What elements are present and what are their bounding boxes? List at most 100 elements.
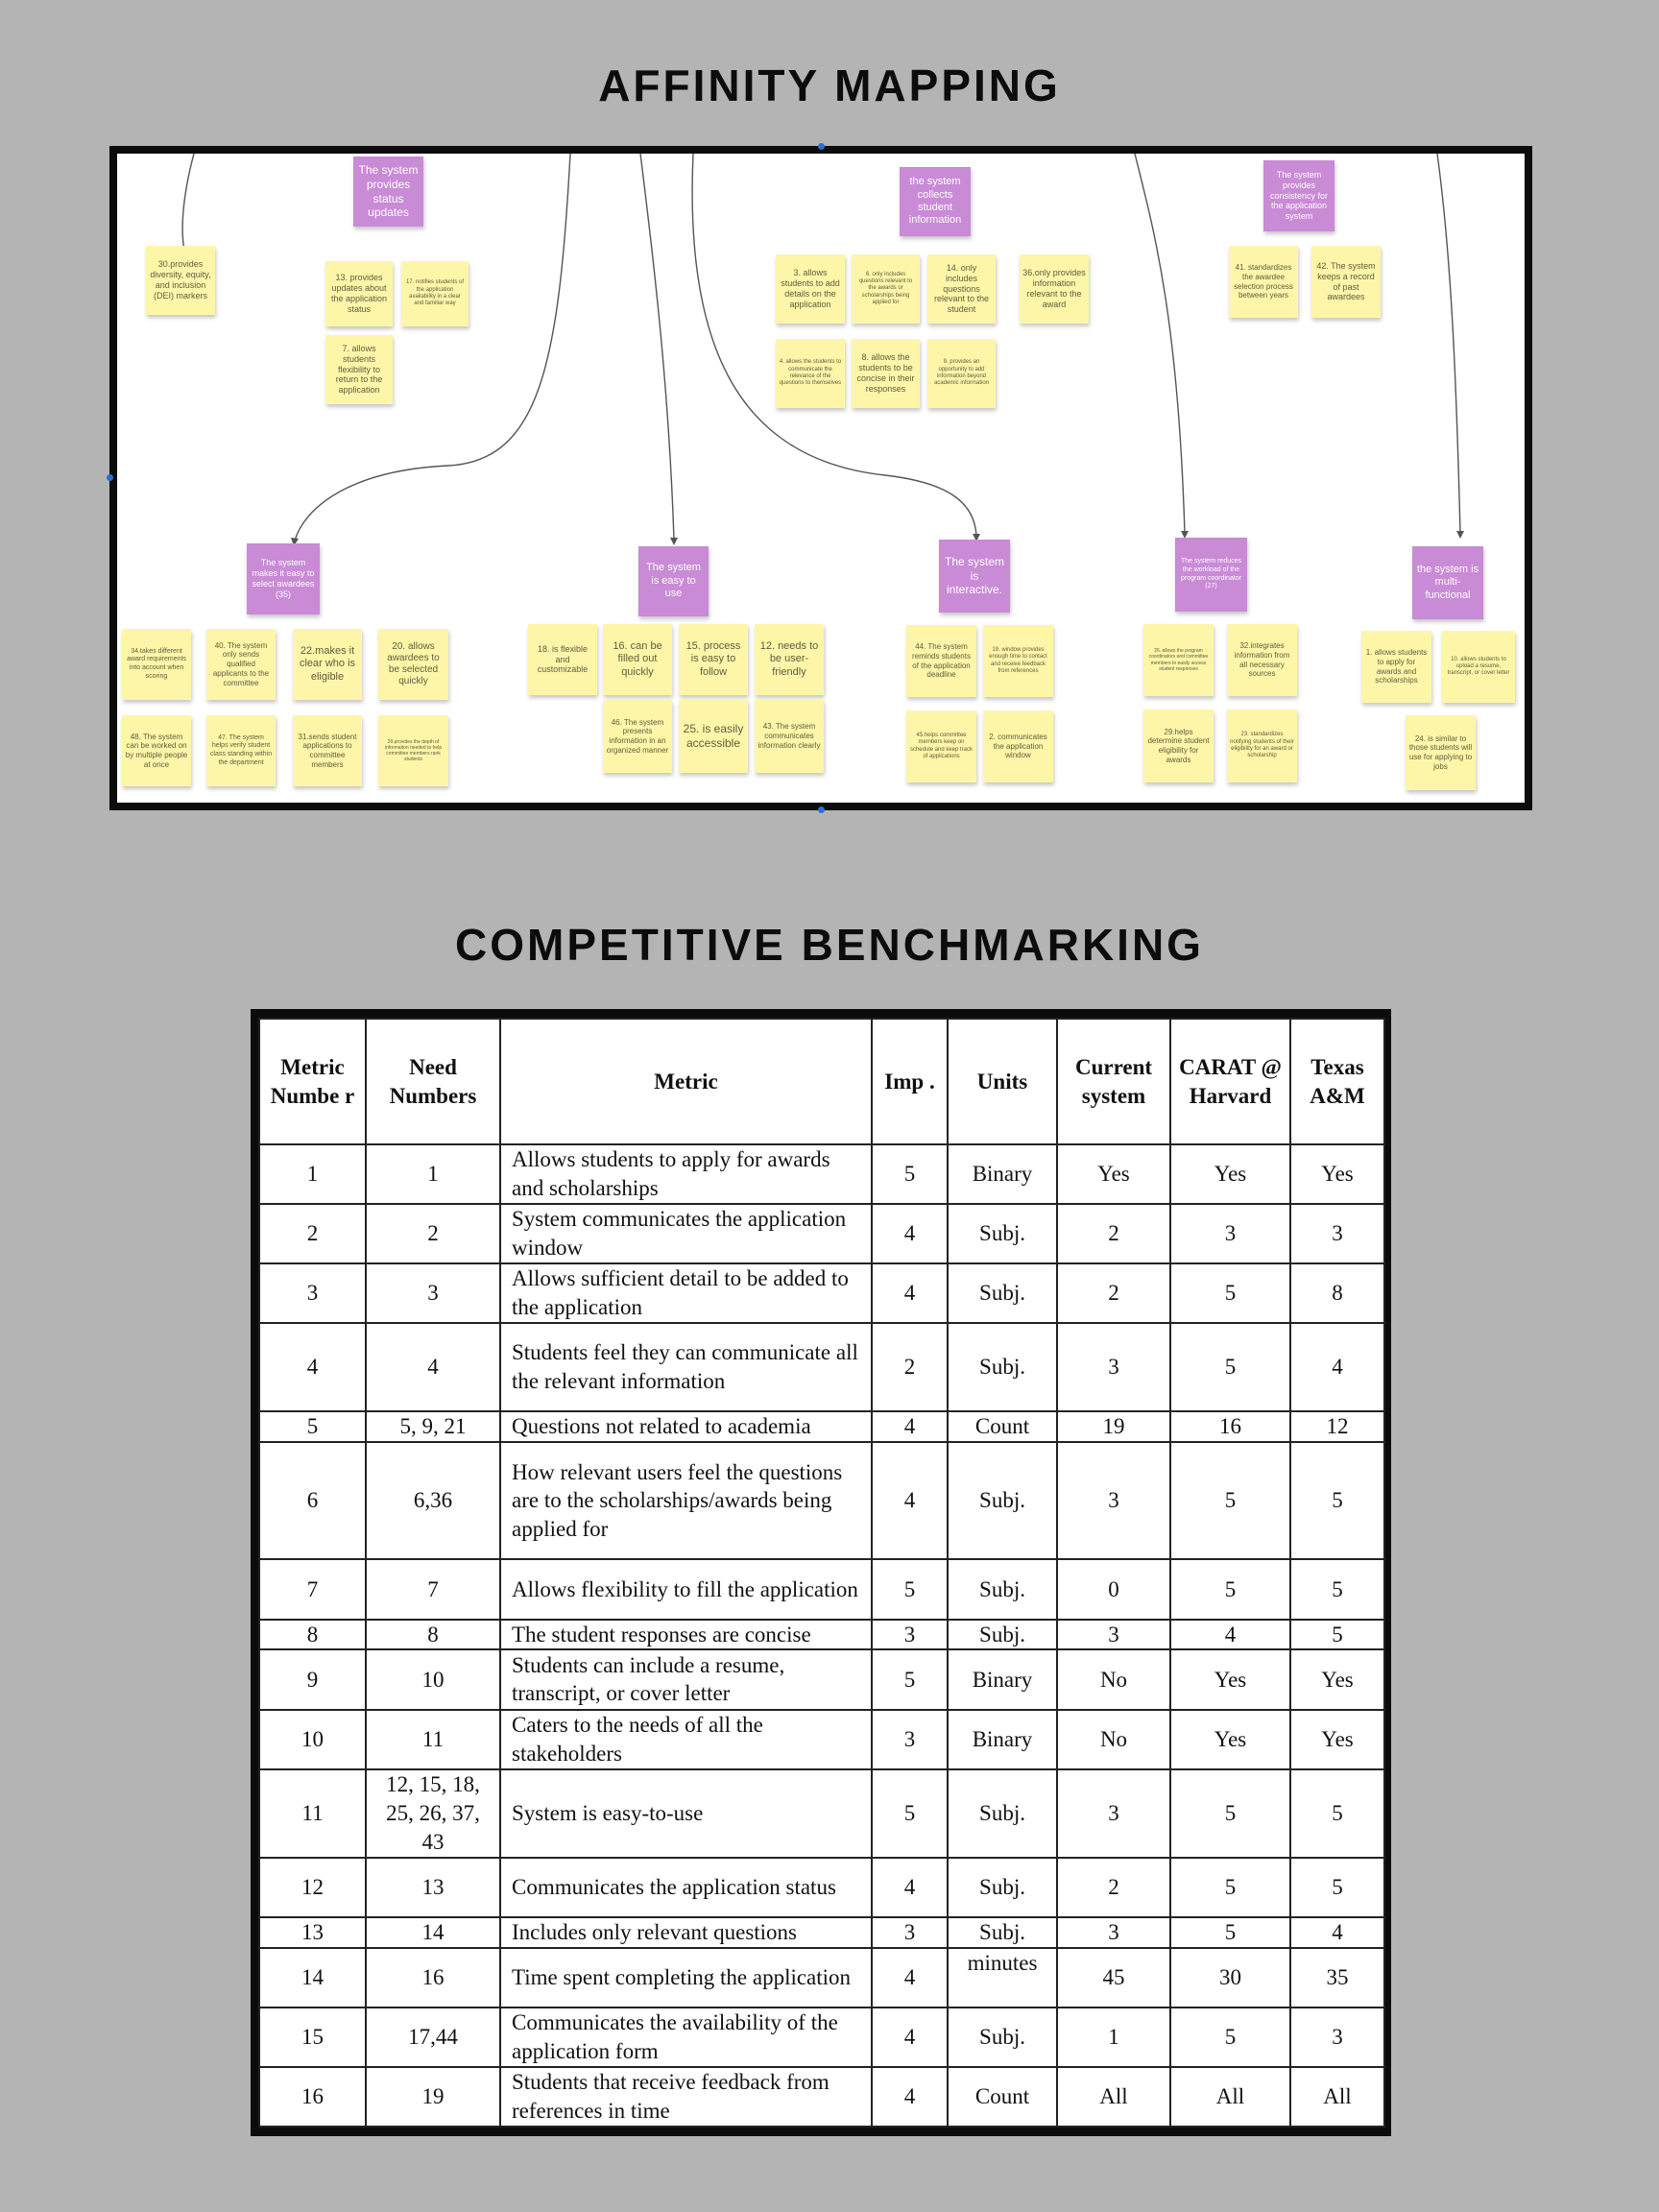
yellow-sticky-note[interactable]: 34.takes different award requirements in…: [122, 629, 191, 700]
purple-sticky-note[interactable]: The system provides consistency for the …: [1263, 160, 1334, 231]
table-cell: 5: [1169, 2006, 1291, 2068]
table-cell: Students that receive feedback from refe…: [499, 2065, 873, 2128]
table-cell: Subj.: [947, 1441, 1058, 1561]
selection-handle[interactable]: [818, 806, 825, 813]
table-cell: Students feel they can communicate all t…: [499, 1322, 873, 1413]
table-cell: 2: [1056, 1856, 1171, 1918]
purple-sticky-note[interactable]: the system is multi-functional: [1412, 546, 1483, 619]
yellow-sticky-note[interactable]: 42. The system keeps a record of past aw…: [1311, 246, 1381, 318]
yellow-sticky-note[interactable]: 47. The system helps verify student clas…: [206, 715, 276, 786]
table-cell: 5: [258, 1410, 367, 1444]
yellow-sticky-note[interactable]: 10. allows students to upload a resume, …: [1442, 631, 1515, 703]
table-cell: 6,36: [365, 1441, 501, 1561]
yellow-sticky-note[interactable]: 26. allows the program coordinators and …: [1143, 624, 1214, 696]
purple-sticky-note[interactable]: The system makes it easy to select award…: [247, 543, 320, 614]
table-cell: 1: [1056, 2006, 1171, 2068]
table-cell: 5: [1169, 1262, 1291, 1325]
purple-sticky-note[interactable]: the system collects student information: [900, 167, 971, 236]
yellow-sticky-note[interactable]: 46. The system presents information in a…: [603, 700, 672, 773]
purple-sticky-note[interactable]: The system provides status updates: [353, 156, 423, 227]
yellow-sticky-note[interactable]: 22.makes it clear who is eligible: [293, 629, 362, 700]
table-cell: 14: [258, 1946, 367, 2008]
table-cell: Yes: [1289, 1142, 1385, 1206]
yellow-sticky-note[interactable]: 30.provides diversity, equity, and inclu…: [146, 246, 215, 315]
header-cell: Imp .: [871, 1018, 949, 1145]
yellow-sticky-note[interactable]: 23. standardizes notifying students of t…: [1227, 709, 1297, 782]
yellow-sticky-note[interactable]: 17. notifies students of the application…: [401, 261, 469, 326]
yellow-sticky-note[interactable]: 45.helps committee members keep on sched…: [906, 710, 976, 782]
table-cell: 12, 15, 18, 25, 26, 37, 43: [365, 1767, 501, 1859]
yellow-sticky-note[interactable]: 19. window provides enough time to conta…: [983, 625, 1053, 697]
yellow-sticky-note[interactable]: 31.sends student applications to committ…: [293, 715, 362, 786]
table-cell: Questions not related to academia: [499, 1410, 873, 1444]
table-cell: 4: [871, 1262, 949, 1325]
yellow-sticky-note[interactable]: 29.helps determine student eligibility f…: [1143, 709, 1214, 782]
yellow-sticky-note[interactable]: 4. allows the students to communicate th…: [776, 339, 845, 408]
table-cell: 2: [871, 1322, 949, 1413]
yellow-sticky-note[interactable]: 40. The system only sends qualified appl…: [206, 629, 276, 700]
table-cell: 9: [258, 1648, 367, 1711]
table-cell: 7: [258, 1558, 367, 1621]
yellow-sticky-note[interactable]: 16. can be filled out quickly: [603, 624, 672, 695]
yellow-sticky-note[interactable]: 6. only includes questions relevant to t…: [852, 254, 920, 324]
yellow-sticky-note[interactable]: 18. is flexible and customizable: [528, 624, 597, 695]
table-cell: Allows sufficient detail to be added to …: [499, 1262, 873, 1325]
yellow-sticky-note[interactable]: 48. The system can be worked on by multi…: [122, 715, 191, 786]
yellow-sticky-note[interactable]: 12. needs to be user-friendly: [755, 624, 824, 695]
arrow-head: [1456, 531, 1464, 539]
table-cell: Subj.: [947, 1915, 1058, 1949]
yellow-sticky-note[interactable]: 8. allows the students to be concise in …: [852, 339, 920, 408]
yellow-sticky-note[interactable]: 39.provides the depth of information nee…: [378, 715, 448, 786]
yellow-sticky-note[interactable]: 20. allows awardees to be selected quick…: [378, 629, 448, 700]
affinity-board[interactable]: The system provides status updates 30.pr…: [117, 154, 1525, 803]
yellow-sticky-note[interactable]: 14. only includes questions relevant to …: [927, 254, 996, 324]
yellow-sticky-note[interactable]: 9. provides an opportunity to add inform…: [927, 339, 996, 408]
table-cell: 3: [1056, 1441, 1171, 1561]
table-cell: Subj.: [947, 1558, 1058, 1621]
table-cell: 30: [1169, 1946, 1291, 2008]
table-cell: Subj.: [947, 1856, 1058, 1918]
selection-handle[interactable]: [107, 474, 113, 481]
table-cell: 3: [871, 1708, 949, 1770]
yellow-sticky-note[interactable]: 7. allows students flexibility to return…: [325, 335, 393, 404]
table-cell: Binary: [947, 1648, 1058, 1711]
purple-sticky-note[interactable]: The system reduces the workload of the p…: [1175, 538, 1247, 612]
table-cell: 5: [1289, 1618, 1385, 1651]
table-cell: 5: [1169, 1767, 1291, 1859]
table-cell: How relevant users feel the questions ar…: [499, 1441, 873, 1561]
table-cell: Communicates the application status: [499, 1856, 873, 1918]
yellow-sticky-note[interactable]: 44. The system reminds students of the a…: [906, 625, 976, 697]
yellow-sticky-note[interactable]: 1. allows students to apply for awards a…: [1361, 631, 1431, 703]
connector-line: [639, 154, 675, 541]
yellow-sticky-note[interactable]: 43. The system communicates information …: [755, 700, 824, 773]
table-header-row: Metric Numbe r Need Numbers Metric Imp .…: [258, 1018, 1385, 1145]
purple-sticky-note[interactable]: The system is interactive.: [939, 540, 1010, 613]
table-cell: Binary: [947, 1708, 1058, 1770]
yellow-sticky-note[interactable]: 15. process is easy to follow: [679, 624, 748, 695]
yellow-sticky-note[interactable]: 32.integrates information from all neces…: [1227, 624, 1297, 696]
yellow-sticky-note[interactable]: 2. communicates the application window: [983, 710, 1053, 782]
table-cell: 2: [365, 1203, 501, 1265]
table-cell: 3: [1056, 1322, 1171, 1413]
yellow-sticky-note[interactable]: 36.only provides information relevant to…: [1020, 254, 1089, 324]
yellow-sticky-note[interactable]: 24. is similar to those students will us…: [1406, 715, 1476, 790]
selection-handle[interactable]: [818, 143, 825, 150]
table-cell: 3: [365, 1262, 501, 1325]
yellow-sticky-note[interactable]: 25. is easily accessible: [679, 700, 748, 773]
table-cell: 5: [871, 1767, 949, 1859]
yellow-sticky-note[interactable]: 41. standardizes the awardee selection p…: [1229, 246, 1298, 318]
purple-sticky-note[interactable]: The system is easy to use: [638, 546, 709, 616]
affinity-mapping-title: AFFINITY MAPPING: [598, 60, 1061, 110]
yellow-sticky-note[interactable]: 13. provides updates about the applicati…: [325, 261, 393, 326]
table-cell: Yes: [1056, 1142, 1171, 1206]
table-cell: 16: [1169, 1410, 1291, 1444]
table-cell: 1: [258, 1142, 367, 1206]
yellow-sticky-note[interactable]: 3. allows students to add details on the…: [776, 254, 845, 324]
table-cell: 11: [365, 1708, 501, 1770]
